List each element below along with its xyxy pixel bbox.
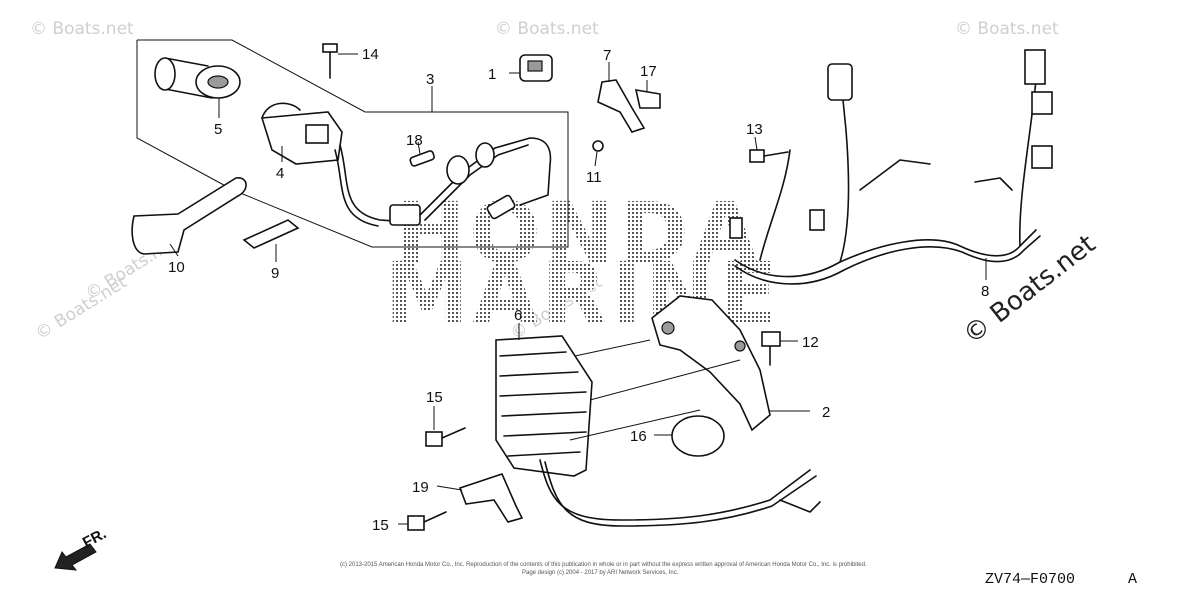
part-10-cover [131,177,247,255]
leader-lines [169,53,987,525]
watermark-small: © Boats.net [495,19,599,39]
copyright-line-2: Page design (c) 2004 - 2017 by ARI Netwo… [522,570,679,576]
part-3-harness [334,137,552,227]
callout-8: 8 [981,283,989,300]
part-18-fuse [409,150,435,167]
callout-7: 7 [603,47,611,64]
guide-lines [569,339,741,441]
part-16-band [671,415,725,457]
callout-13: 13 [746,121,763,138]
front-direction-arrow: FR. [54,525,109,571]
callout-3: 3 [426,71,434,88]
part-6-regulator [495,335,821,527]
callout-2: 2 [822,404,830,421]
part-8-harness [729,49,1053,285]
callout-17: 17 [640,63,657,80]
callout-11: 11 [586,169,602,186]
callout-14: 14 [362,46,379,63]
part-13-bolt [749,149,789,163]
part-5-cap [154,57,241,99]
part-9-label [242,219,300,249]
watermark-large: © Boats.net [958,229,1101,350]
copyright-line-1: (c) 2013-2015 American Honda Motor Co., … [340,562,867,568]
callout-15-lower: 15 [372,517,389,534]
callout-18: 18 [406,132,423,149]
part-1-coupler [519,54,553,82]
callout-16: 16 [630,428,647,445]
callout-6: 6 [514,307,522,324]
part-12-bolt [761,331,781,366]
brand-watermark-line1: HONDA [395,184,762,282]
callout-4: 4 [276,165,284,182]
callout-labels: 1 2 3 4 5 6 7 8 9 10 11 12 13 14 15 15 1… [168,46,989,534]
callout-10: 10 [168,259,185,276]
part-14-screw [322,43,338,79]
callout-5: 5 [214,121,222,138]
part-19-bracket [458,473,524,523]
part-7-bracket [597,79,646,133]
callout-15-upper: 15 [426,389,443,406]
part-15-bolt-upper [425,427,466,447]
callout-12: 12 [802,334,819,351]
part-2-bracket [651,295,771,432]
part-11-screw [592,140,604,152]
assembly-outline [136,39,569,248]
diagram-code-suffix: A [1128,571,1137,588]
callout-1: 1 [488,66,496,83]
part-17-clamp [634,89,661,109]
watermark-small: © Boats.net [30,19,134,39]
part-4-switch [260,102,343,165]
callout-9: 9 [271,265,279,282]
diagram-code: ZV74—F0700 [985,571,1075,588]
part-15-bolt-lower [407,511,447,531]
watermark-small: © Boats.net [955,19,1059,39]
callout-19: 19 [412,479,429,496]
